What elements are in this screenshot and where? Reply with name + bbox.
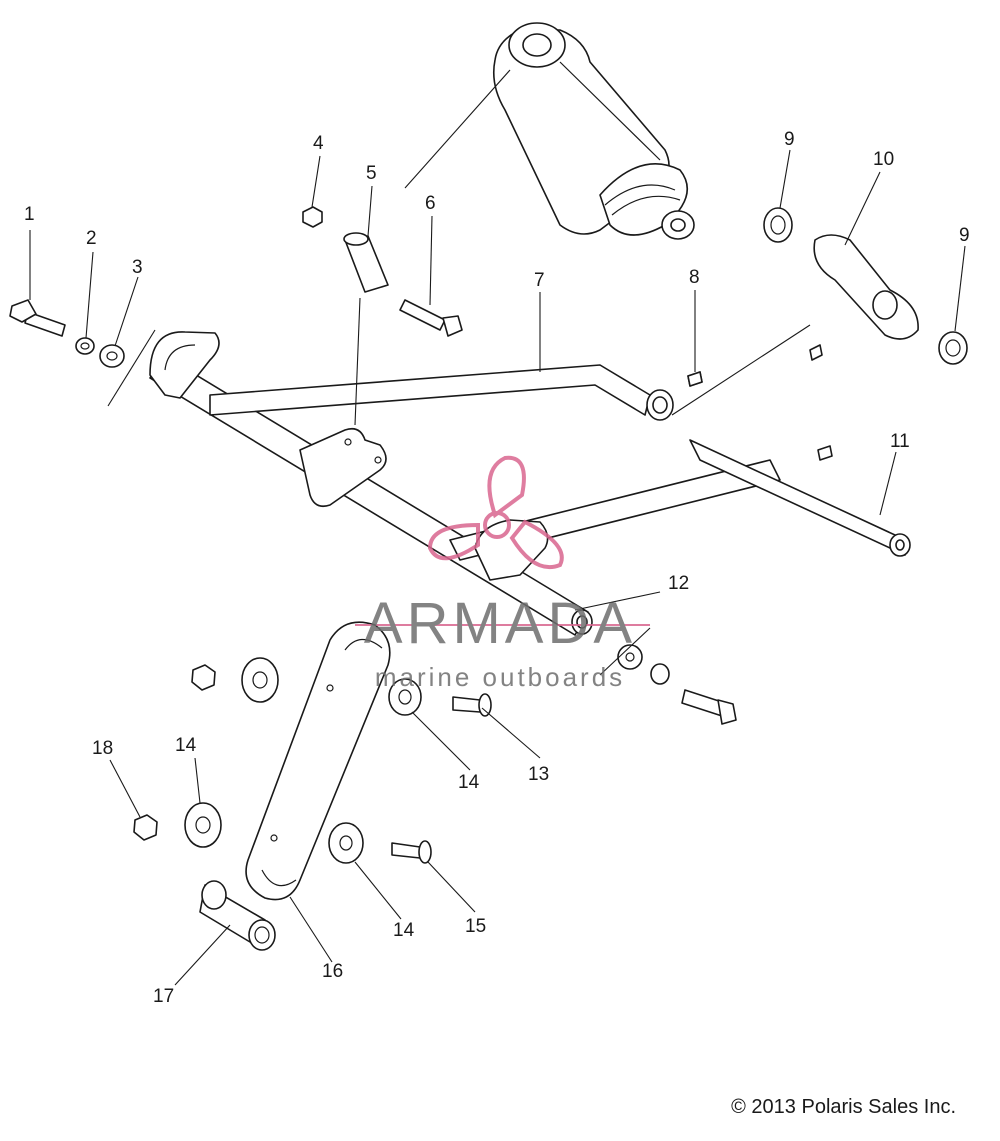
callout-11: 11 bbox=[890, 431, 910, 452]
callout-14a: 14 bbox=[175, 735, 197, 756]
callout-13: 13 bbox=[528, 764, 549, 785]
callout-7: 7 bbox=[534, 270, 545, 291]
a-arm-frame bbox=[149, 331, 911, 636]
watermark: ARMADA marine outboards bbox=[355, 455, 650, 692]
copyright-notice: © 2013 Polaris Sales Inc. bbox=[731, 1096, 956, 1118]
callout-4: 4 bbox=[313, 133, 324, 154]
callout-6: 6 bbox=[425, 193, 436, 214]
callout-12: 12 bbox=[668, 573, 689, 594]
callout-5: 5 bbox=[366, 163, 377, 184]
callout-16: 16 bbox=[322, 961, 343, 982]
callout-10: 10 bbox=[873, 149, 894, 170]
watermark-tagline: marine outboards bbox=[375, 662, 625, 692]
callout-3: 3 bbox=[132, 257, 143, 278]
shock-absorber bbox=[492, 22, 695, 240]
watermark-brand: ARMADA bbox=[364, 591, 636, 656]
callout-14c: 14 bbox=[393, 920, 415, 941]
link-arm bbox=[133, 621, 737, 951]
callout-15: 15 bbox=[465, 916, 486, 937]
callout-18: 18 bbox=[92, 738, 113, 759]
callout-2: 2 bbox=[86, 228, 97, 249]
hardware bbox=[9, 206, 968, 461]
callout-8: 8 bbox=[689, 267, 700, 288]
callout-9: 9 bbox=[784, 129, 795, 150]
callout-14b: 14 bbox=[458, 772, 480, 793]
callout-labels: 1 2 3 4 5 6 7 8 9 10 9 11 12 13 14 14 14… bbox=[24, 129, 970, 1007]
propeller-logo-icon bbox=[427, 455, 564, 570]
callout-17: 17 bbox=[153, 986, 174, 1007]
leader-lines bbox=[29, 69, 966, 986]
callout-9b: 9 bbox=[959, 225, 970, 246]
callout-1: 1 bbox=[24, 204, 35, 225]
